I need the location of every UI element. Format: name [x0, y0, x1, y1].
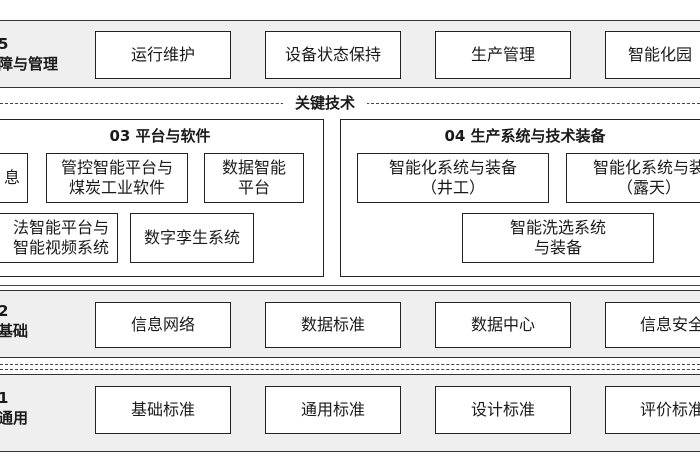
- item-digital-twin: 数字孪生系统: [130, 213, 254, 263]
- item-underground-system: 智能化系统与装备 （井工）: [357, 153, 549, 203]
- separator-dash-lower: [0, 369, 700, 370]
- item-smart-park: 智能化园: [605, 31, 700, 79]
- layer-05-label: 5 障与管理: [0, 35, 59, 73]
- item-washing-system: 智能洗选系统 与装备: [462, 213, 654, 263]
- item-open-pit-system: 智能化系统与装 （露天）: [566, 153, 700, 203]
- layer-01-label: 1 通用: [0, 389, 29, 427]
- item-data-standard: 数据标准: [265, 302, 401, 348]
- item-data-center: 数据中心: [435, 302, 571, 348]
- item-equipment-status: 设备状态保持: [265, 31, 401, 79]
- panel-production-title: 04 生产系统与技术装备: [444, 127, 606, 145]
- key-tech-label: 关键技术: [283, 93, 367, 113]
- item-operation-maintenance: 运行维护: [95, 31, 231, 79]
- item-control-platform: 管控智能平台与 煤炭工业软件: [46, 153, 188, 203]
- item-general-standard: 通用标准: [265, 386, 401, 434]
- item-production-management: 生产管理: [435, 31, 571, 79]
- item-evaluation-standard: 评价标准: [605, 386, 700, 434]
- item-design-standard: 设计标准: [435, 386, 571, 434]
- panel-platform-title: 03 平台与软件: [109, 127, 211, 145]
- item-algorithm-platform: 法智能平台与 智能视频系统: [0, 213, 118, 263]
- separator-line: [0, 285, 700, 286]
- separator-dash-upper: [0, 364, 700, 365]
- item-info-partial: 息: [0, 153, 28, 203]
- item-basic-standard: 基础标准: [95, 386, 231, 434]
- item-info-security: 信息安全: [605, 302, 700, 348]
- item-data-intelligence-platform: 数据智能 平台: [204, 153, 304, 203]
- layer-02-label: 2 基础: [0, 302, 29, 340]
- item-info-network: 信息网络: [95, 302, 231, 348]
